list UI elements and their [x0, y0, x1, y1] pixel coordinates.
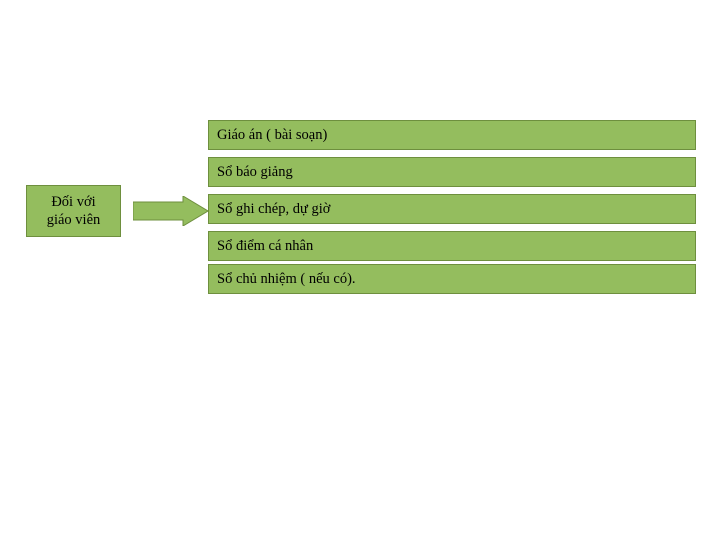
- list-item-label: Sổ chủ nhiệm ( nếu có).: [217, 270, 356, 287]
- list-item-label: Giáo án ( bài soạn): [217, 126, 328, 143]
- list-item: Sổ điểm cá nhân: [208, 231, 696, 261]
- label-box-teacher: Đối với giáo viên: [26, 185, 121, 237]
- list-item: Giáo án ( bài soạn): [208, 120, 696, 150]
- list-item: Sổ ghi chép, dự giờ: [208, 194, 696, 224]
- list-item-label: Sổ báo giảng: [217, 163, 293, 180]
- right-arrow-icon: [133, 196, 208, 226]
- label-line-1: Đối với: [51, 193, 96, 210]
- list-item-label: Sổ ghi chép, dự giờ: [217, 200, 331, 217]
- list-item-label: Sổ điểm cá nhân: [217, 237, 314, 254]
- label-line-2: giáo viên: [46, 212, 101, 228]
- list-item: Sổ chủ nhiệm ( nếu có).: [208, 264, 696, 294]
- list-item: Sổ báo giảng: [208, 157, 696, 187]
